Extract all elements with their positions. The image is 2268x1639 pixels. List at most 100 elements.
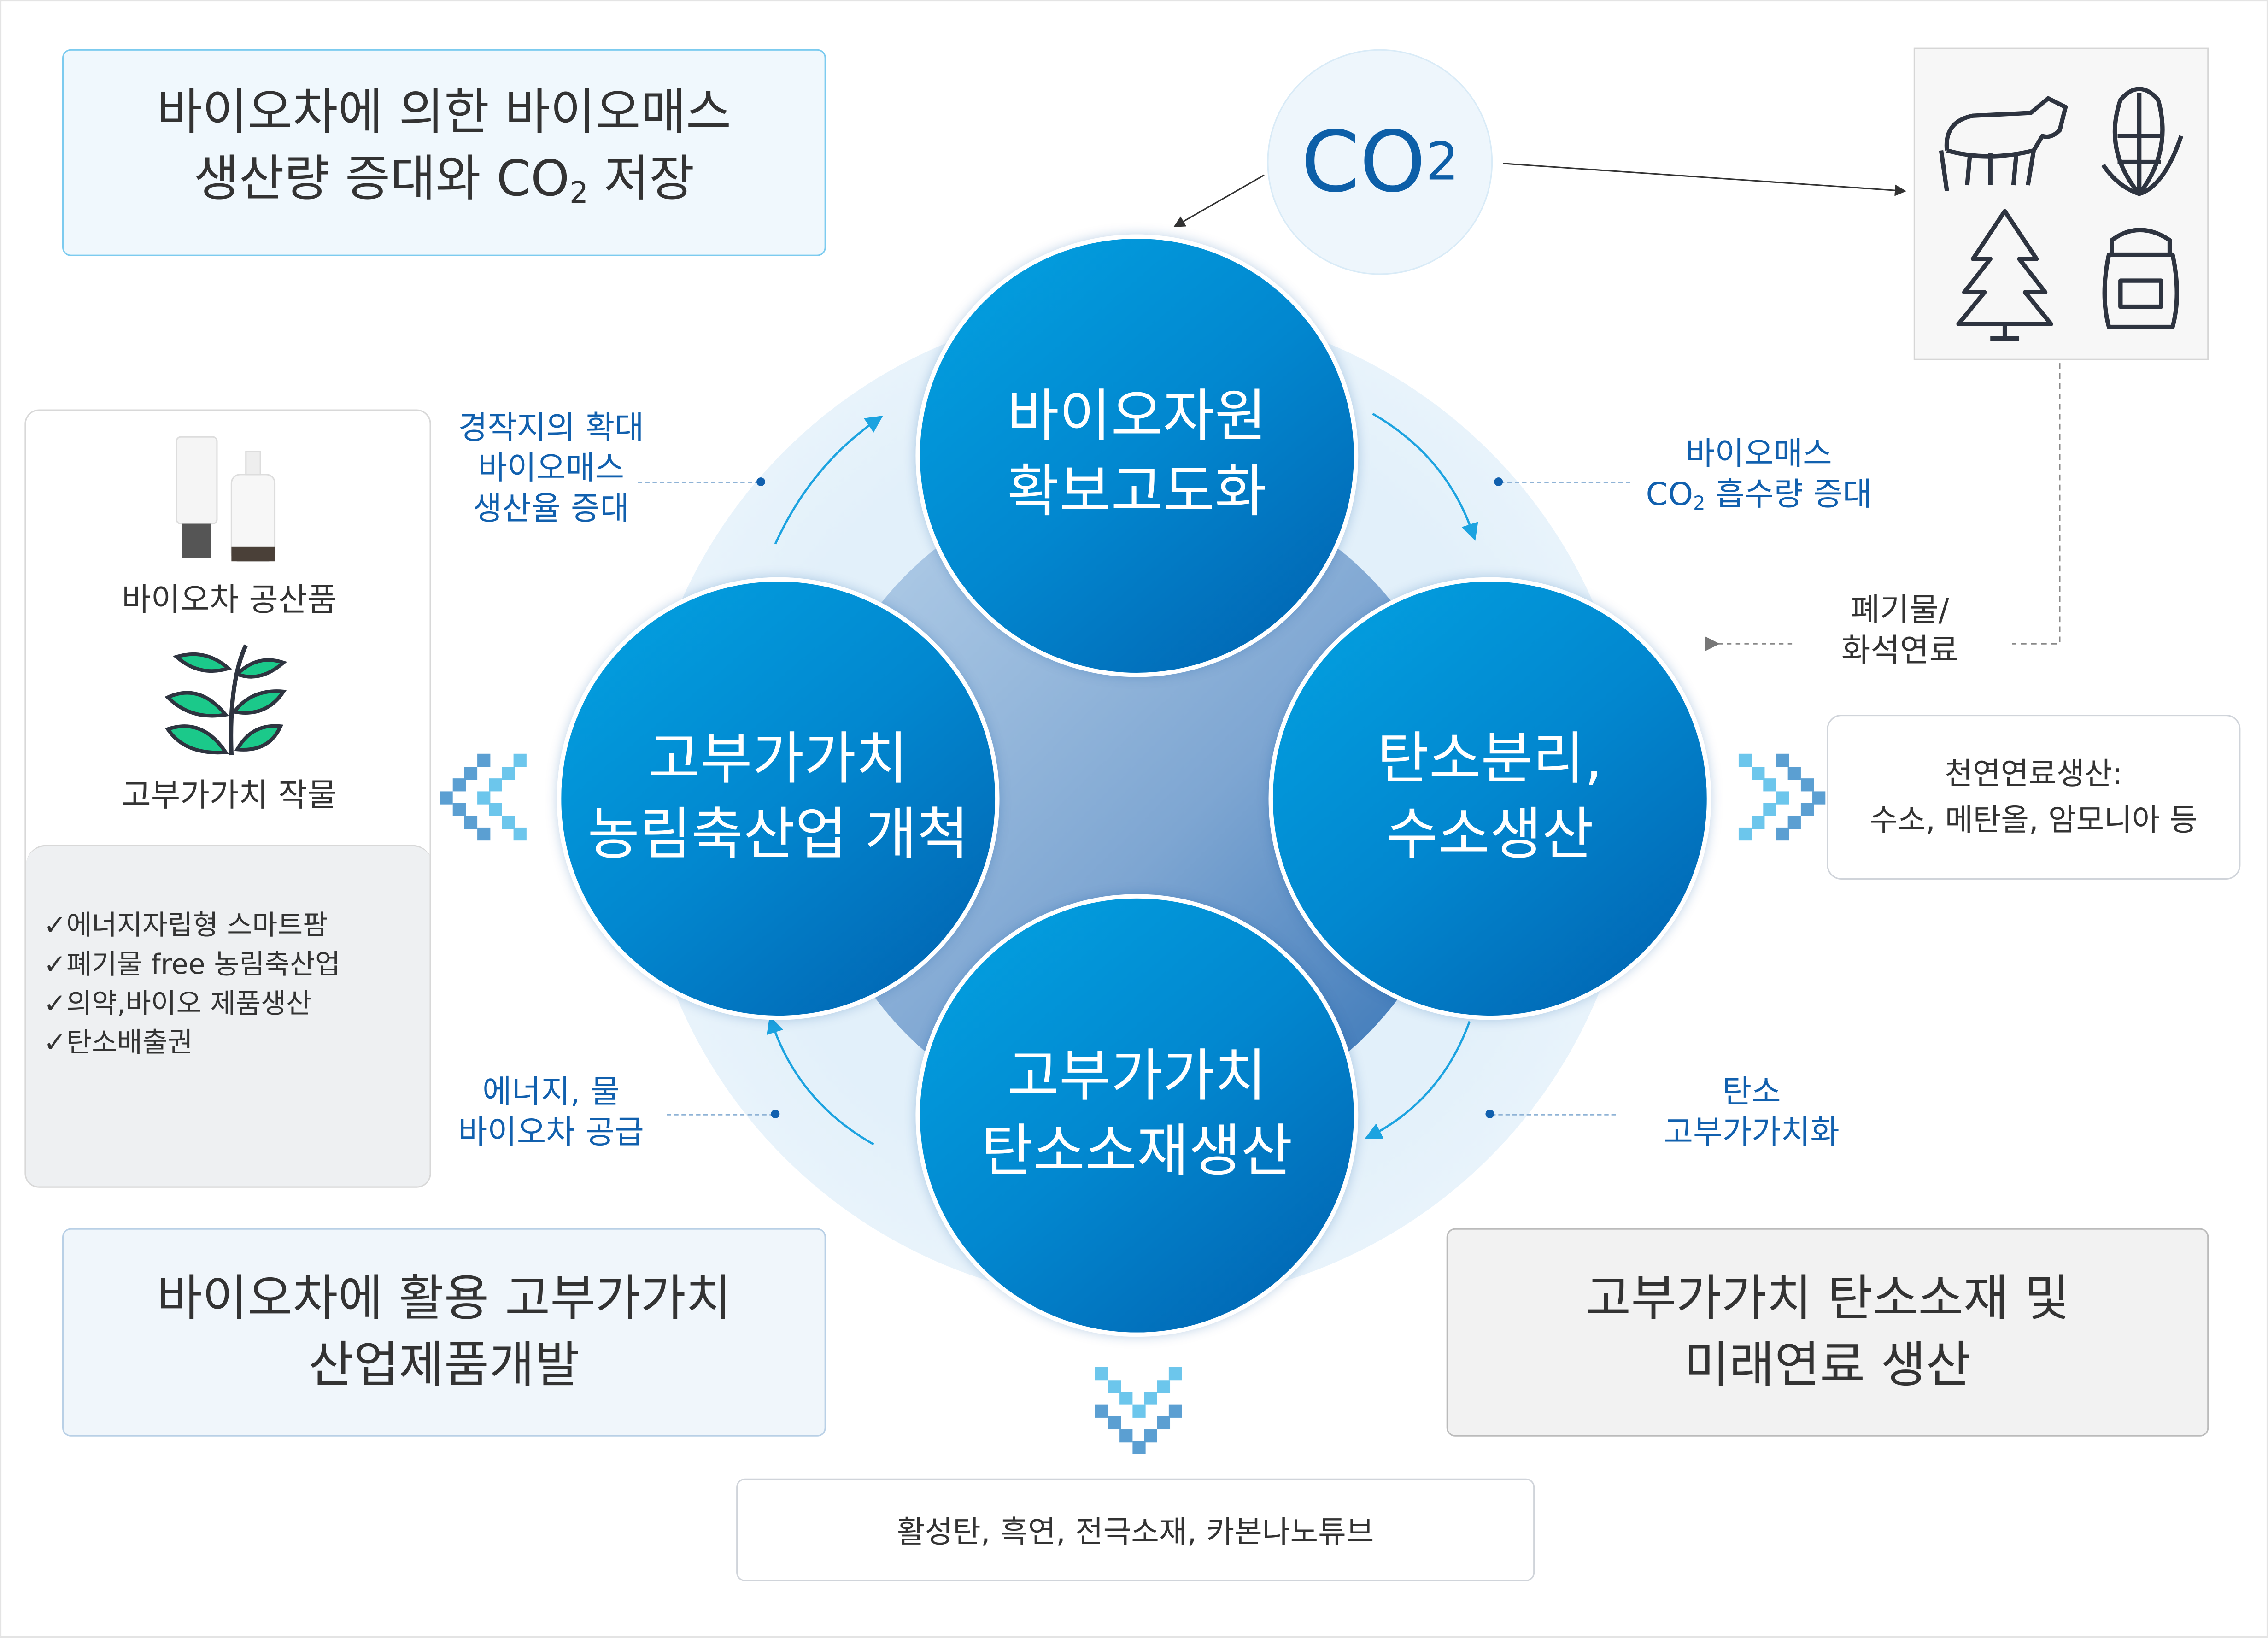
- chevron-pixel: [1144, 1428, 1157, 1442]
- box-line2: 수소, 메탄올, 암모니아 등: [1869, 803, 2198, 838]
- chevron-pixel: [1156, 1379, 1170, 1392]
- checklist-item: ✓에너지자립형 스마트팜: [43, 907, 429, 946]
- text: 흡수량 증대: [1705, 477, 1872, 514]
- label-carbon-value: 탄소 고부가가치화: [1622, 1074, 1882, 1155]
- chevron-pixel: [1156, 1416, 1170, 1430]
- label-line: 바이오매스: [1685, 437, 1832, 473]
- label-line: 생산율 증대: [473, 492, 630, 528]
- label-line: 폐기물/: [1851, 593, 1949, 629]
- arrow-top-right: [1372, 412, 1478, 541]
- circle-line2: 수소생산: [1386, 803, 1594, 868]
- chevron-pixel: [476, 753, 490, 767]
- check-icon: ✓: [43, 949, 67, 981]
- plant-icon: [164, 644, 287, 756]
- chevron-pixel: [452, 778, 465, 792]
- chevron-pixel: [1751, 766, 1764, 779]
- box-line2: 산업제품개발: [308, 1337, 580, 1395]
- label-line: CO2 흡수량 증대: [1614, 476, 1904, 526]
- circle-carbon-hydrogen: 탄소분리, 수소생산: [1268, 577, 1711, 1020]
- chevron-pixel: [1131, 1441, 1145, 1454]
- label-line: 경작지의 확대: [458, 411, 644, 447]
- text: CO: [1646, 477, 1694, 514]
- waste-dashed-line: [2012, 363, 2061, 645]
- label-line: 고부가가치화: [1664, 1115, 1840, 1152]
- leader-line: [1491, 1114, 1616, 1116]
- circle-line2: 확보고도화: [1007, 460, 1267, 525]
- circle-line1: 바이오자원: [1007, 385, 1267, 450]
- pixel-chevron-right-icon: [1738, 753, 1826, 841]
- chevron-pixel: [1775, 790, 1789, 804]
- check-icon: ✓: [43, 1027, 67, 1059]
- pixel-chevron-down-icon: [1095, 1367, 1182, 1454]
- product-label: 바이오차 공산품: [122, 583, 337, 619]
- box-line1: 바이오차에 활용 고부가가치: [157, 1270, 732, 1328]
- circle-line2: 탄소소재생산: [981, 1120, 1293, 1185]
- label-energy-water: 에너지, 물 바이오차 공급: [421, 1074, 681, 1155]
- chevron-pixel: [1738, 827, 1752, 841]
- chevron-pixel: [501, 815, 515, 828]
- chevron-pixel: [1775, 827, 1789, 841]
- co2-subscript: 2: [1425, 132, 1459, 192]
- chevron-pixel: [513, 753, 527, 767]
- circle-line2: 농림축산업 개척: [587, 803, 969, 868]
- leader-line: [638, 482, 760, 483]
- chevron-pixel: [476, 827, 490, 841]
- arrow-bottom-left: [767, 1016, 874, 1146]
- natural-fuel-box: 천연연료생산: 수소, 메탄올, 암모니아 등: [1827, 715, 2241, 880]
- label-line: 바이오매스: [478, 451, 625, 488]
- circle-line1: 고부가가치: [648, 728, 908, 793]
- chevron-pixel: [501, 766, 515, 779]
- carbon-materials-box: 활성탄, 흑연, 전극소재, 카본나노튜브: [736, 1478, 1535, 1581]
- pixel-chevron-left-icon: [440, 753, 527, 841]
- label-line: 화석연료: [1841, 634, 1959, 670]
- chevron-pixel: [1800, 778, 1813, 792]
- carbon-fuel-box: 고부가가치 탄소소재 및 미래연료 생산: [1446, 1228, 2209, 1437]
- arrow-bottom-right: [1364, 1021, 1471, 1140]
- chevron-pixel: [1812, 790, 1826, 804]
- check-icon: ✓: [43, 910, 67, 942]
- chevron-pixel: [1800, 803, 1813, 816]
- circle-line1: 고부가가치: [1007, 1044, 1267, 1110]
- circle-bio-resource: 바이오자원 확보고도화: [915, 234, 1359, 677]
- box-line1: 천연연료생산:: [1945, 757, 2123, 792]
- subscript: 2: [569, 175, 588, 210]
- chevron-pixel: [1751, 815, 1764, 828]
- checklist-item: ✓폐기물 free 농림축산업: [43, 946, 429, 985]
- corn-icon: [2101, 87, 2184, 196]
- chevron-pixel: [1144, 1392, 1157, 1405]
- left-panel: 바이오차 공산품 고부가가치 작물 ✓에너지자립형 스마트팜 ✓폐기물 free…: [24, 409, 431, 1188]
- benefit-checklist: ✓에너지자립형 스마트팜 ✓폐기물 free 농림축산업 ✓의약,바이오 제품생…: [26, 845, 430, 1187]
- chevron-pixel: [476, 790, 490, 804]
- leader-dot: [1494, 477, 1503, 486]
- circle-carbon-material: 고부가가치 탄소소재생산: [915, 894, 1359, 1337]
- label-line: 에너지, 물: [482, 1075, 620, 1111]
- checklist-item: ✓의약,바이오 제품생산: [43, 985, 429, 1024]
- industrial-products-box: 바이오차에 활용 고부가가치 산업제품개발: [62, 1228, 826, 1437]
- box-line1: 바이오차에 의한 바이오매스: [157, 83, 732, 142]
- tree-icon: [1956, 209, 2053, 341]
- crop-label: 고부가가치 작물: [122, 778, 337, 815]
- label-line: 바이오차 공급: [458, 1115, 644, 1152]
- chevron-pixel: [1119, 1392, 1133, 1405]
- biomass-co2-storage-box: 바이오차에 의한 바이오매스 생산량 증대와 CO2 저장: [62, 49, 826, 256]
- chevron-pixel: [1095, 1367, 1108, 1381]
- chevron-pixel: [1168, 1404, 1182, 1417]
- chevron-pixel: [1107, 1416, 1120, 1430]
- checklist-text: 폐기물 free 농림축산업: [66, 949, 340, 981]
- chevron-pixel: [1787, 766, 1801, 779]
- chevron-pixel: [440, 790, 453, 804]
- chevron-pixel: [1738, 753, 1752, 767]
- check-icon: ✓: [43, 988, 67, 1020]
- chevron-pixel: [464, 766, 478, 779]
- chevron-pixel: [1787, 815, 1801, 828]
- biochar-products-image: [176, 436, 276, 562]
- chevron-pixel: [1168, 1367, 1182, 1381]
- chevron-pixel: [464, 815, 478, 828]
- chevron-pixel: [513, 827, 527, 841]
- checklist-text: 의약,바이오 제품생산: [66, 988, 312, 1020]
- label-waste-fossil: 폐기물/ 화석연료: [1810, 592, 1990, 673]
- text: 저장: [588, 150, 695, 208]
